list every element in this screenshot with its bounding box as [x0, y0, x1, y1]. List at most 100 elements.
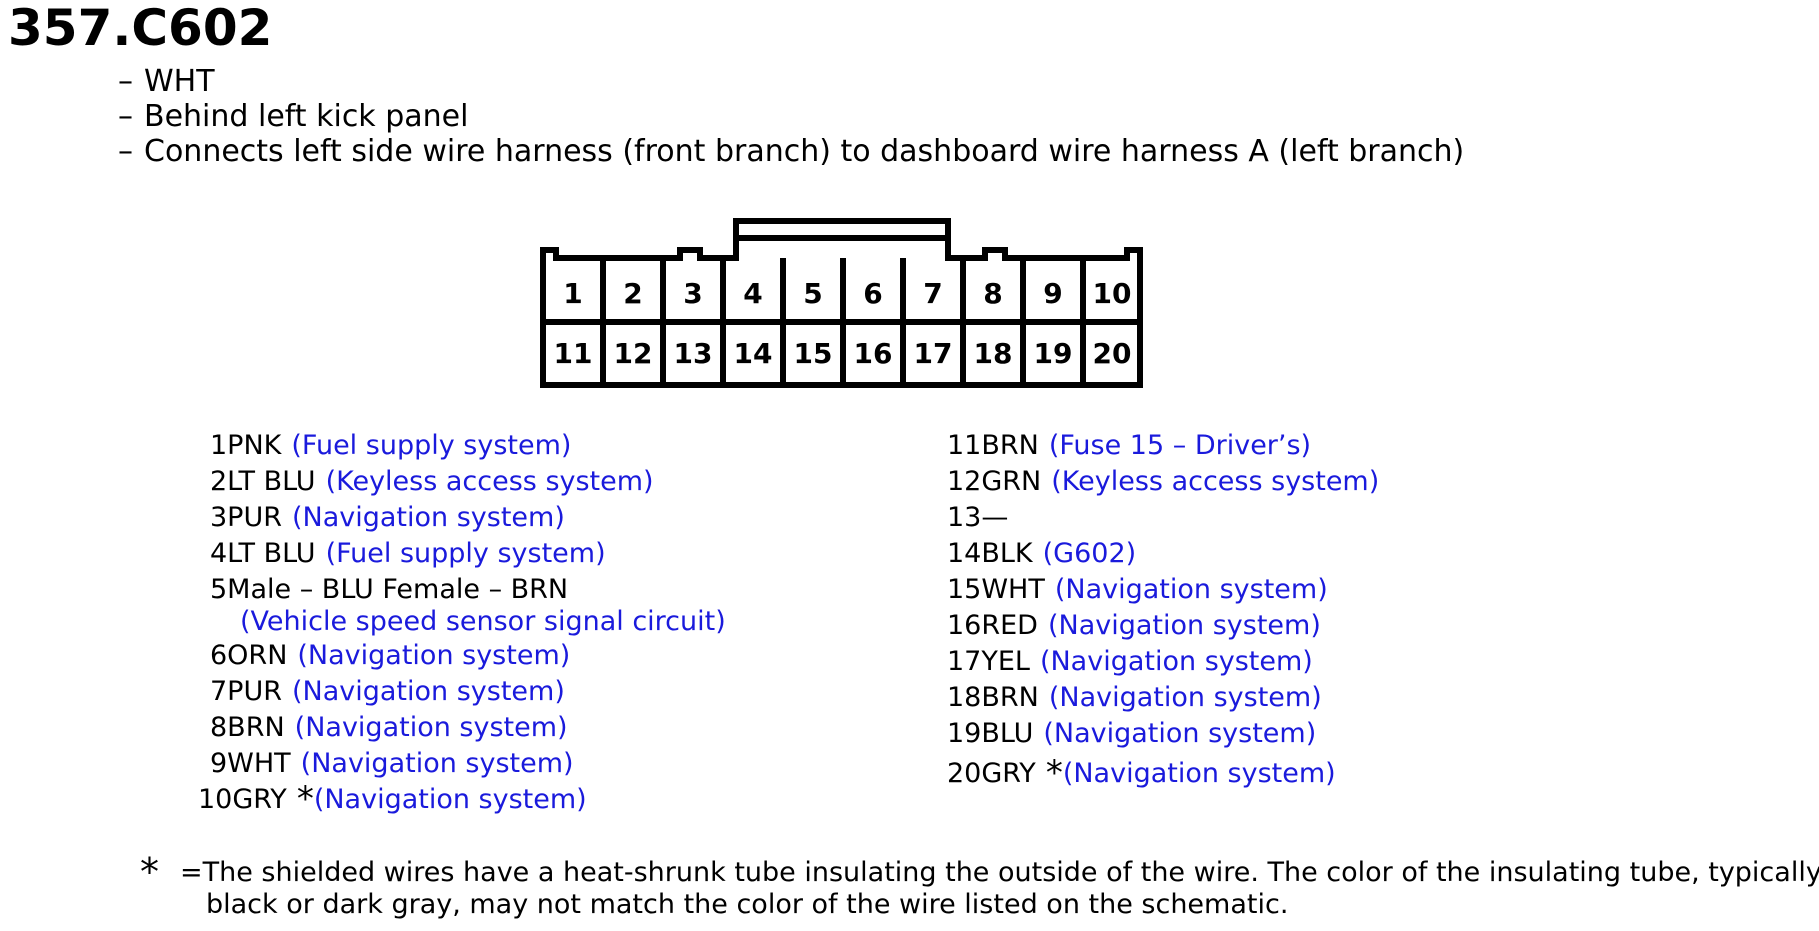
footnote-text: black or dark gray, may not match the co…: [206, 889, 1289, 920]
description-connects: Connects left side wire harness (front b…: [144, 134, 1465, 169]
pin-circuit: (Fuel supply system): [291, 430, 572, 461]
pin-circuit: (Navigation system): [1054, 574, 1328, 605]
footnote-line: black or dark gray, may not match the co…: [140, 889, 1819, 921]
pin-entry: 13—: [947, 500, 1379, 536]
description-line: –Connects left side wire harness (front …: [118, 134, 1464, 169]
pin-circuit: (Keyless access system): [1051, 466, 1380, 497]
pin-circuit: (Navigation system): [1043, 718, 1317, 749]
pin-entry: 15WHT (Navigation system): [947, 572, 1379, 608]
pin-wire-code: 6ORN: [210, 640, 288, 671]
pin-wire-code: 16RED: [947, 610, 1038, 641]
pin-number: 10: [1093, 277, 1132, 310]
pin-entry: 3PUR (Navigation system): [210, 500, 726, 536]
pin-wire-code: 14BLK: [947, 538, 1033, 569]
pin-entry: 11BRN(Fuse 15 – Driver’s): [947, 428, 1379, 464]
cell-dividers: [543, 258, 1140, 385]
pin-circuit: (Navigation system): [313, 784, 587, 815]
pin-wire-code: 5Male – BLU Female – BRN: [210, 574, 569, 605]
pin-number: 20: [1093, 337, 1132, 370]
pin-entry: 4LT BLU (Fuel supply system): [210, 536, 726, 572]
pin-wire-code: 3PUR: [210, 502, 282, 533]
pin-number: 2: [623, 277, 642, 310]
pin-entry: 20GRY *(Navigation system): [947, 756, 1379, 792]
description-location: Behind left kick panel: [144, 99, 469, 134]
pin-wire-code: 15WHT: [947, 574, 1045, 605]
pin-entry: 5Male – BLU Female – BRN: [210, 572, 726, 608]
pin-wire-code: 20GRY: [947, 758, 1036, 789]
pin-number: 14: [734, 337, 773, 370]
pin-wire-code: 2LT BLU: [210, 466, 316, 497]
pin-entry: 2LT BLU (Keyless access system): [210, 464, 726, 500]
pin-wire-code: 1PNK: [210, 430, 282, 461]
pin-wire-code: 18BRN: [947, 682, 1039, 713]
shielded-marker: *: [1045, 753, 1063, 793]
pin-wire-code: 9WHT: [210, 748, 291, 779]
pin-number: 13: [674, 337, 713, 370]
pin-entry: 18BRN (Navigation system): [947, 680, 1379, 716]
pin-entry: 16RED (Navigation system): [947, 608, 1379, 644]
pin-number: 6: [863, 277, 882, 310]
pin-number: 7: [923, 277, 942, 310]
pin-number: 11: [554, 337, 593, 370]
dash-bullet: –: [118, 99, 133, 134]
pin-circuit: (Navigation system): [1047, 610, 1321, 641]
connector-housing: [540, 218, 1143, 388]
pin-circuit: (Vehicle speed sensor signal circuit): [240, 606, 726, 637]
pin-number: 15: [794, 337, 833, 370]
connector-description: –WHT –Behind left kick panel –Connects l…: [118, 64, 1464, 169]
pin-entry: 10GRY*(Navigation system): [198, 782, 726, 818]
dash-bullet: –: [118, 134, 133, 169]
pin-number: 19: [1034, 337, 1073, 370]
pin-circuit: (Navigation system): [291, 676, 565, 707]
pin-number: 5: [803, 277, 822, 310]
pin-wire-code: 7PUR: [210, 676, 282, 707]
pin-entry: 1PNK (Fuel supply system): [210, 428, 726, 464]
pin-entry: 9WHT (Navigation system): [210, 746, 726, 782]
pin-circuit: (Keyless access system): [325, 466, 654, 497]
pin-list-right: 11BRN(Fuse 15 – Driver’s) 12GRN (Keyless …: [947, 428, 1379, 792]
footnote-asterisk: *: [140, 850, 159, 894]
pin-circuit: (Navigation system): [291, 502, 565, 533]
pin-entry: 14BLK (G602): [947, 536, 1379, 572]
pin-wire-code: 4LT BLU: [210, 538, 316, 569]
pin-wire-code: 13—: [947, 502, 1009, 533]
pin-number: 9: [1043, 277, 1062, 310]
description-color: WHT: [144, 64, 215, 99]
dash-bullet: –: [118, 64, 133, 99]
pin-entry: 12GRN (Keyless access system): [947, 464, 1379, 500]
pin-circuit: (G602): [1042, 538, 1137, 569]
connector-title: 357.C602: [8, 0, 273, 57]
pin-wire-code: 19BLU: [947, 718, 1034, 749]
pin-circuit: (Navigation system): [297, 640, 571, 671]
pin-circuit: (Navigation system): [300, 748, 574, 779]
pin-list-left: 1PNK (Fuel supply system) 2LT BLU (Keyless…: [198, 428, 726, 818]
footnote-line: * =The shielded wires have a heat-shrunk …: [140, 850, 1819, 894]
connector-diagram: 1 2 3 4 5 6 7 8 9 10 11 12 13 14 15 16 1…: [540, 218, 1143, 388]
footnote-text: =The shielded wires have a heat-shrunk t…: [180, 857, 1819, 888]
pin-entry: 8BRN (Navigation system): [210, 710, 726, 746]
pin-circuit: (Navigation system): [294, 712, 568, 743]
shielded-marker: *: [296, 779, 314, 819]
pin-number: 4: [743, 277, 762, 310]
pin-number: 18: [974, 337, 1013, 370]
pin-number: 12: [614, 337, 653, 370]
pin-circuit: (Navigation system): [1048, 682, 1322, 713]
pin-entry: 19BLU (Navigation system): [947, 716, 1379, 752]
pin-number: 1: [563, 277, 582, 310]
description-line: –WHT: [118, 64, 1464, 99]
pin-number: 16: [854, 337, 893, 370]
pin-entry-continuation: (Vehicle speed sensor signal circuit): [210, 604, 726, 638]
pin-wire-code: 12GRN: [947, 466, 1042, 497]
pin-number: 8: [983, 277, 1002, 310]
pin-wire-code: 8BRN: [210, 712, 285, 743]
pin-number: 3: [683, 277, 702, 310]
pin-circuit: (Fuse 15 – Driver’s): [1048, 430, 1312, 461]
description-line: –Behind left kick panel: [118, 99, 1464, 134]
pin-circuit: (Fuel supply system): [325, 538, 606, 569]
pin-circuit: (Navigation system): [1062, 758, 1336, 789]
pin-wire-code: 17YEL: [947, 646, 1030, 677]
pin-number: 17: [914, 337, 953, 370]
pin-circuit: (Navigation system): [1039, 646, 1313, 677]
pin-entry: 7PUR (Navigation system): [210, 674, 726, 710]
pin-entry: 17YEL (Navigation system): [947, 644, 1379, 680]
